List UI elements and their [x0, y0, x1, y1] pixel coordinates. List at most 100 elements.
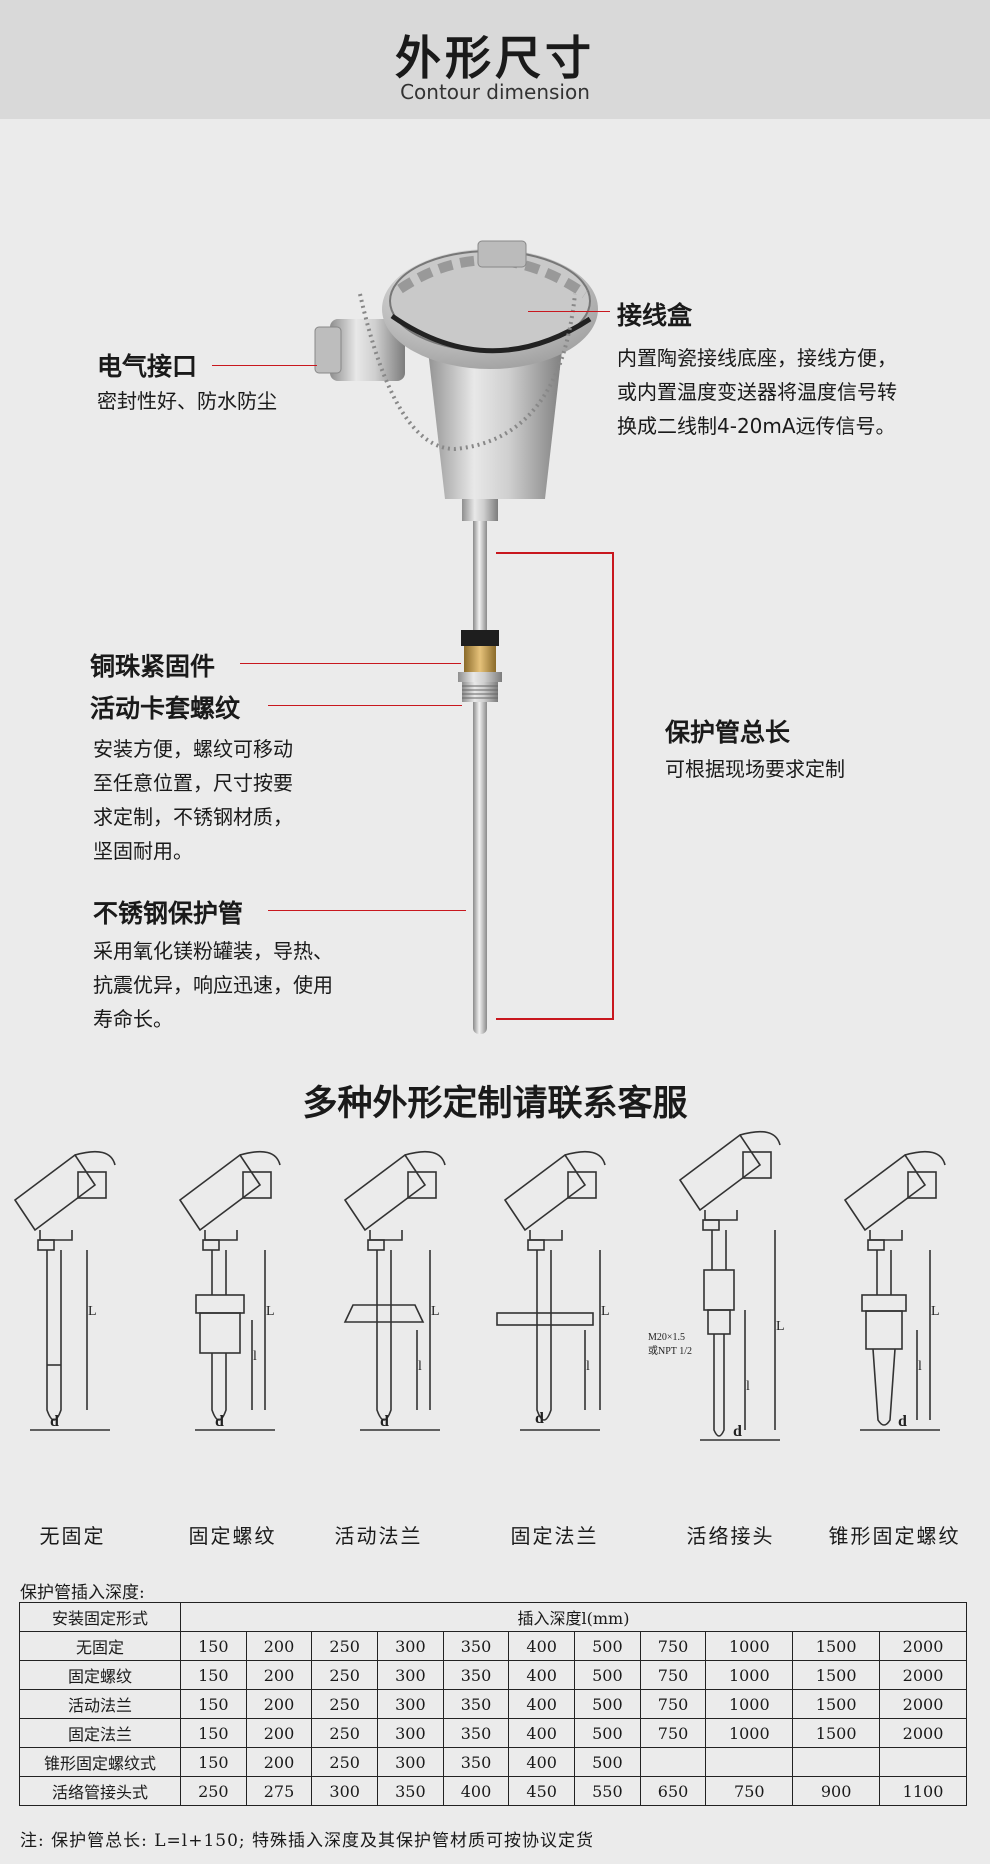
table-cell: 2000 [879, 1718, 967, 1748]
total-length-desc: 可根据现场要求定制 [665, 757, 845, 781]
footnote: 注: 保护管总长: L=l+150; 特殊插入深度及其保护管材质可按协议定货 [20, 1831, 595, 1851]
table-cell: 450 [508, 1776, 576, 1806]
leader-line-steel-tube [268, 910, 466, 911]
table-cell: 400 [508, 1689, 576, 1719]
thermocouple-product-image [314, 240, 614, 1034]
dim-d-3: d [380, 1413, 389, 1430]
table-cell: 1000 [705, 1631, 794, 1661]
diagram-loose-flange [343, 1150, 446, 1431]
page-title: 外形尺寸 [395, 31, 595, 85]
table-cell: 500 [574, 1747, 641, 1777]
table-cell: 150 [180, 1631, 247, 1661]
table-cell [879, 1747, 967, 1777]
row-label: 无固定 [19, 1631, 181, 1661]
table-cell: 2000 [879, 1631, 967, 1661]
table-cell: 300 [377, 1631, 444, 1661]
dim-l-6: l [918, 1359, 922, 1374]
thread-spec-1: M20×1.5 [648, 1332, 685, 1343]
table-cell: 300 [377, 1747, 444, 1777]
table-cell: 275 [245, 1776, 313, 1806]
leader-line-junction-box [528, 311, 610, 312]
steel-tube-desc: 采用氧化镁粉罐装，导热、 抗震优异，响应迅速，使用 寿命长。 [93, 939, 333, 1031]
steel-tube-title: 不锈钢保护管 [93, 899, 244, 928]
table-cell: 500 [574, 1660, 641, 1690]
table-cell: 200 [245, 1747, 313, 1777]
mounting-type-diagrams: L d L l d L l d L l d L l d M20×1.5 或NPT… [0, 1130, 990, 1530]
table-cell: 550 [574, 1776, 641, 1806]
leader-line-copper-bead [240, 663, 461, 664]
junction-box-desc: 内置陶瓷接线底座，接线方便， 或内置温度变送器将温度信号转 换成二线制4-20m… [617, 346, 897, 438]
electrical-port-desc: 密封性好、防水防尘 [97, 389, 277, 413]
table-cell: 350 [442, 1689, 510, 1719]
table-cell: 250 [311, 1689, 379, 1719]
table-cell: 250 [311, 1747, 379, 1777]
table-cell: 1000 [705, 1689, 794, 1719]
diagram-label-4: 固定法兰 [510, 1524, 599, 1548]
table-head-col: 安装固定形式 [19, 1602, 181, 1632]
table-cell: 750 [639, 1718, 707, 1748]
table-cell: 300 [377, 1689, 444, 1719]
table-cell: 1500 [792, 1718, 881, 1748]
dim-L-5: L [776, 1319, 785, 1334]
table-cell: 150 [180, 1660, 247, 1690]
table-cell: 300 [377, 1660, 444, 1690]
table-cell: 250 [311, 1660, 379, 1690]
dim-L-1: L [88, 1304, 97, 1319]
table-cell: 400 [508, 1631, 576, 1661]
page-subtitle: Contour dimension [400, 80, 590, 104]
electrical-port-title: 电气接口 [97, 352, 198, 381]
table-cell: 1100 [879, 1776, 967, 1806]
copper-bead-title: 铜珠紧固件 [90, 652, 216, 681]
table-cell: 400 [508, 1747, 576, 1777]
table-cell: 2000 [879, 1689, 967, 1719]
table-cell: 750 [705, 1776, 794, 1806]
dim-d-5: d [733, 1423, 742, 1440]
dim-l-4: l [586, 1359, 590, 1374]
diagram-label-2: 固定螺纹 [188, 1524, 277, 1548]
table-cell: 1000 [705, 1660, 794, 1690]
table-cell: 150 [180, 1718, 247, 1748]
leader-line-ferrule [268, 705, 462, 706]
diagram-label-3: 活动法兰 [334, 1524, 423, 1548]
dim-L-6: L [931, 1304, 940, 1319]
table-cell: 350 [442, 1747, 510, 1777]
table-cell: 250 [311, 1718, 379, 1748]
table-cell: 350 [377, 1776, 444, 1806]
table-cell: 300 [311, 1776, 379, 1806]
table-cell: 2000 [879, 1660, 967, 1690]
table-cell: 200 [245, 1660, 313, 1690]
table-cell: 150 [180, 1747, 247, 1777]
table-cell: 400 [508, 1660, 576, 1690]
table-cell: 200 [245, 1689, 313, 1719]
table-header-row: 安装固定形式 插入深度l(mm) [19, 1602, 967, 1632]
diagram-no-fixing [13, 1150, 116, 1431]
row-label: 活动法兰 [19, 1689, 181, 1719]
row-label: 固定螺纹 [19, 1660, 181, 1690]
dim-d-4: d [535, 1410, 544, 1427]
table-cell: 500 [574, 1631, 641, 1661]
table-cell: 300 [377, 1718, 444, 1748]
table-cell: 200 [245, 1718, 313, 1748]
table-cell: 350 [442, 1660, 510, 1690]
dim-L-4: L [601, 1304, 610, 1319]
table-cell: 150 [180, 1689, 247, 1719]
junction-box-title: 接线盒 [617, 301, 693, 330]
table-cell [705, 1747, 794, 1777]
dim-l-2: l [253, 1349, 257, 1364]
table-cell: 650 [639, 1776, 707, 1806]
table-cell: 1000 [705, 1718, 794, 1748]
table-cell: 400 [508, 1718, 576, 1748]
table-cell: 250 [180, 1776, 247, 1806]
row-label: 活络管接头式 [19, 1776, 181, 1806]
dim-l-3: l [418, 1359, 422, 1374]
table-head-span: 插入深度l(mm) [180, 1602, 967, 1632]
table-cell: 900 [792, 1776, 881, 1806]
diagram-label-5: 活络接头 [686, 1524, 775, 1548]
dim-L-2: L [266, 1304, 275, 1319]
table-cell [639, 1747, 707, 1777]
